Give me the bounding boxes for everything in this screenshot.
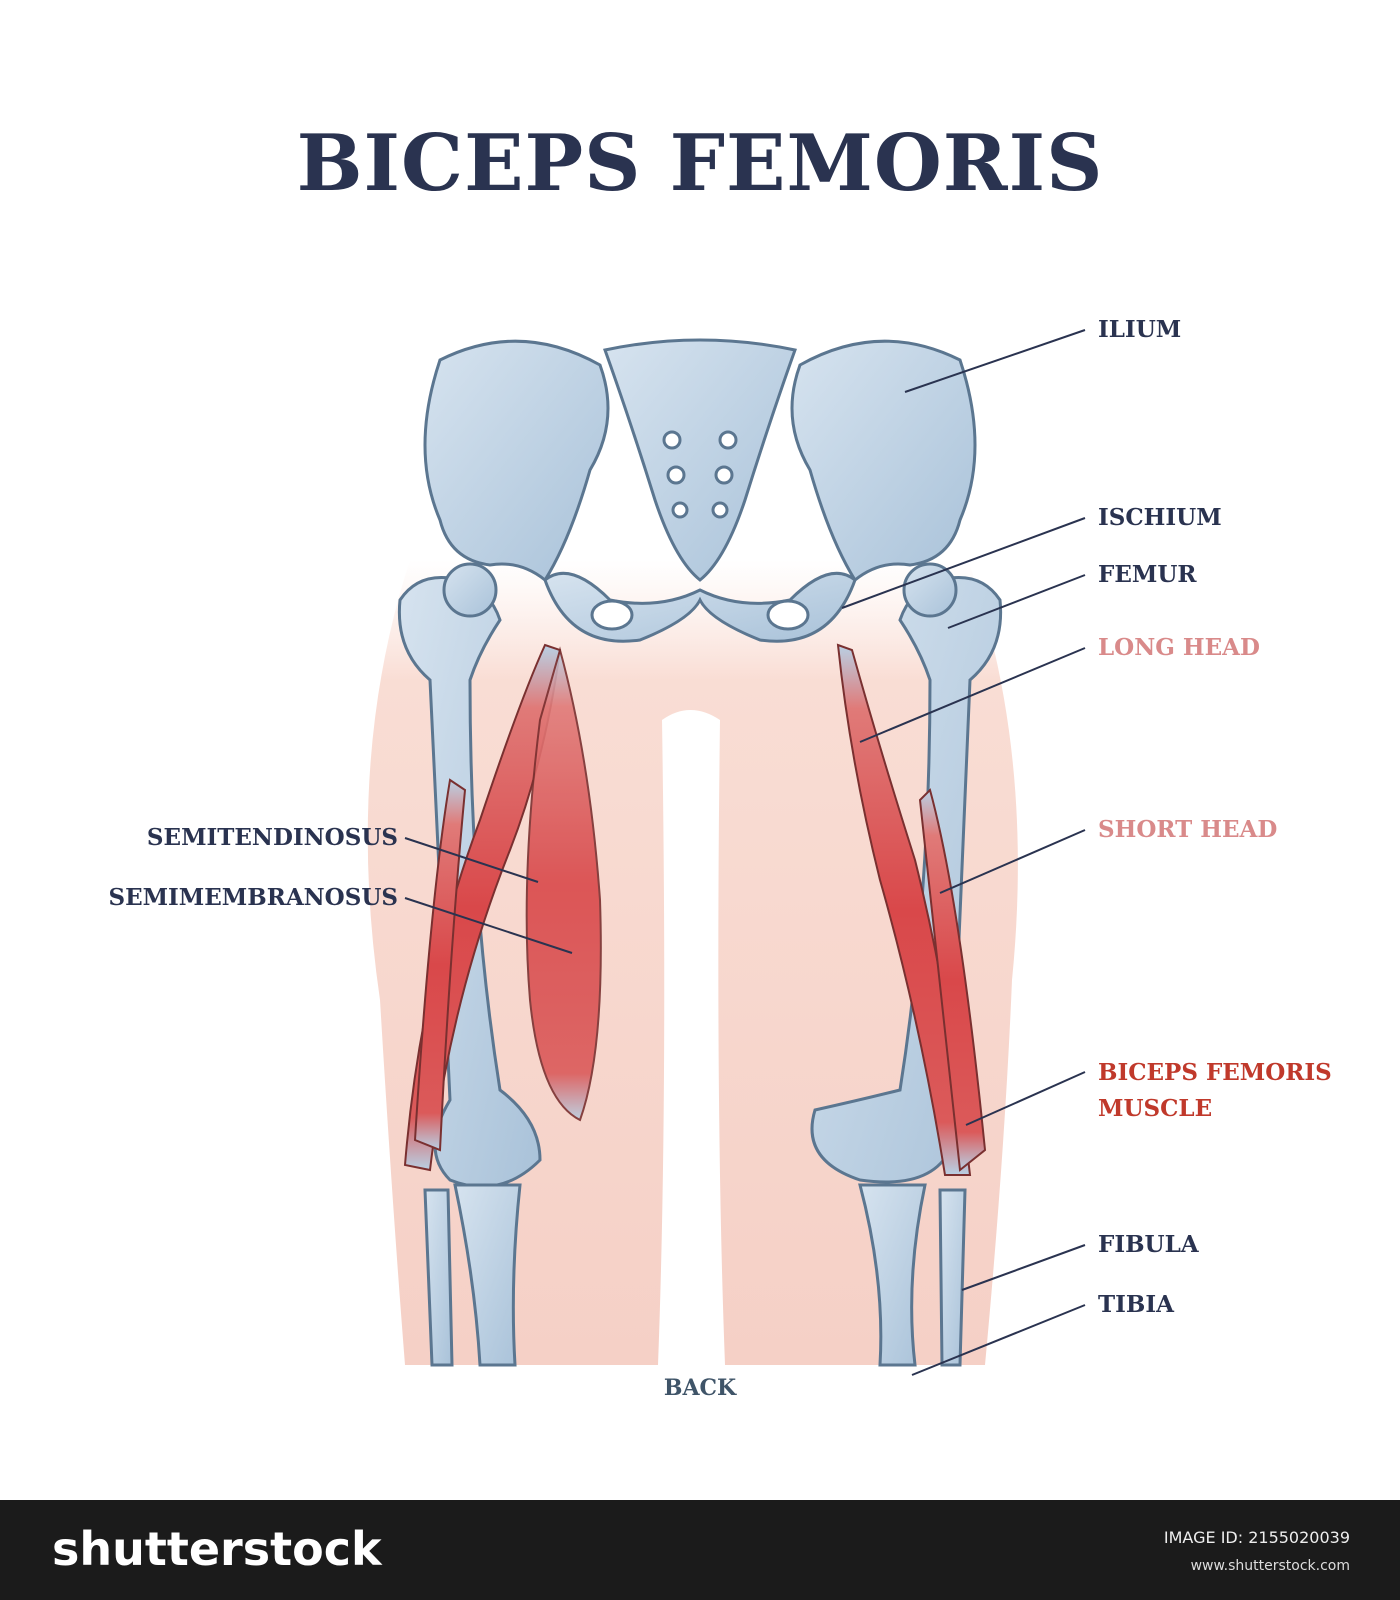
- site-url: www.shutterstock.com: [1190, 1558, 1350, 1574]
- label-semitendinosus: SEMITENDINOSUS: [146, 824, 398, 851]
- view-label-back: BACK: [663, 1375, 737, 1401]
- pelvis: [423, 338, 977, 643]
- brand-logo: shutterstock: [52, 1522, 382, 1576]
- label-fibula: FIBULA: [1098, 1231, 1199, 1258]
- label-long-head: LONG HEAD: [1098, 634, 1260, 661]
- leader-lines: [404, 329, 1086, 1376]
- label-short-head: SHORT HEAD: [1098, 816, 1278, 843]
- label-ilium: ILIUM: [1098, 316, 1182, 343]
- left-thigh-muscles: [403, 643, 602, 1172]
- label-ischium: ISCHIUM: [1098, 504, 1222, 531]
- image-id: IMAGE ID: 2155020039: [1163, 1528, 1350, 1547]
- right-thigh-muscles: [836, 643, 987, 1176]
- page-title: BICEPS FEMORIS: [296, 118, 1104, 209]
- label-semimembranosus: SEMIMEMBRANOSUS: [108, 884, 398, 911]
- lower-leg-bones: [423, 1183, 967, 1367]
- label-femur: FEMUR: [1098, 561, 1197, 588]
- label-tibia: TIBIA: [1098, 1291, 1174, 1318]
- anatomy-illustration: [367, 329, 1086, 1376]
- footer-bar: shutterstock IMAGE ID: 2155020039 www.sh…: [0, 1500, 1400, 1600]
- label-biceps-femoris-muscle-line1: BICEPS FEMORIS: [1098, 1059, 1332, 1086]
- label-biceps-femoris-muscle-line2: MUSCLE: [1098, 1095, 1213, 1122]
